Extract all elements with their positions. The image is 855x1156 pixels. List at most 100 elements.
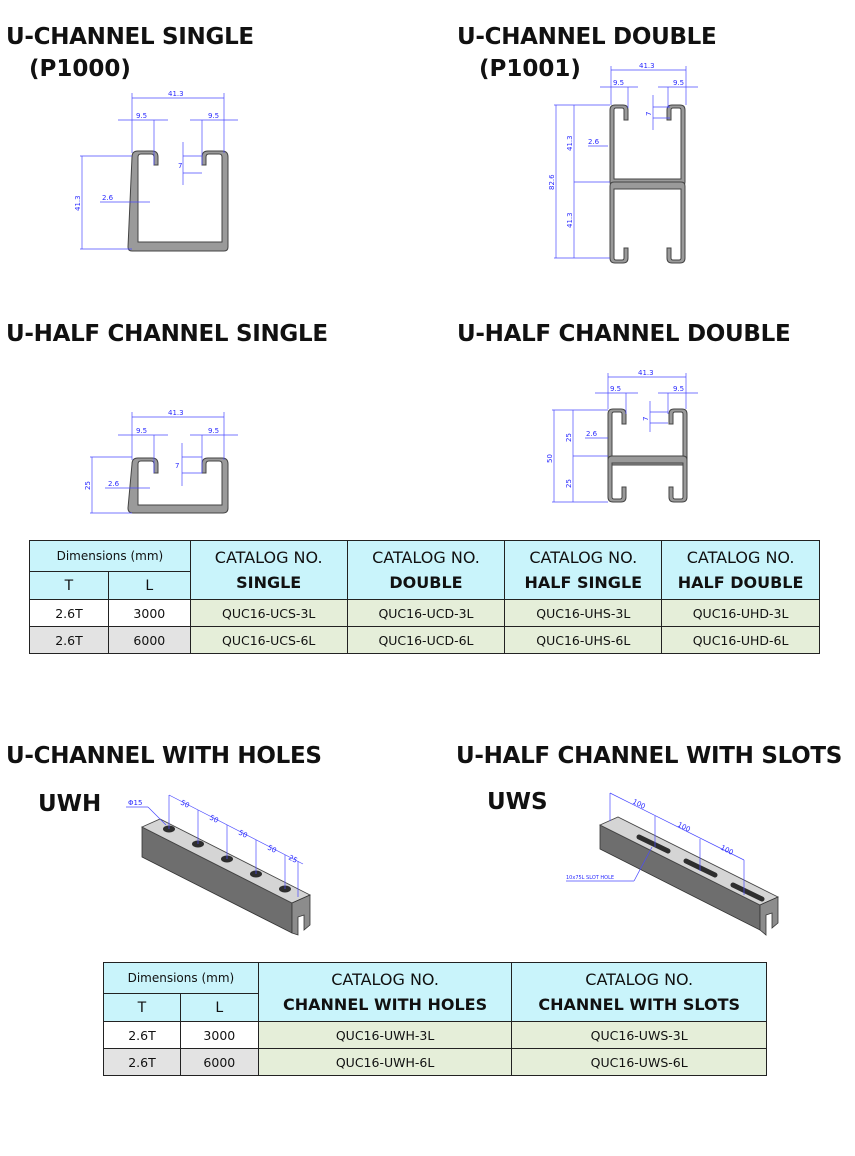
u-half-slots-code: UWS xyxy=(487,789,548,815)
cell-catalog-code: QUC16-UWH-6L xyxy=(257,1048,513,1076)
cell-length: 3000 xyxy=(107,599,191,627)
cell-length: 3000 xyxy=(179,1021,259,1049)
slot xyxy=(683,858,718,878)
dim-upper-height: 25 xyxy=(565,433,573,442)
cell-catalog-code: QUC16-UWH-3L xyxy=(257,1021,513,1049)
hole-diameter: Φ15 xyxy=(128,799,142,807)
hole-spacing: 50 xyxy=(237,829,249,840)
dim-lip-right: 9.5 xyxy=(208,427,219,435)
catalog-column-name: CHANNEL WITH HOLES xyxy=(283,995,488,1014)
cell-catalog-code: QUC16-UCD-3L xyxy=(346,599,506,627)
dim-total-height: 82.6 xyxy=(548,174,556,190)
table-row: 2.6T 6000 QUC16-UCS-6L QUC16-UCD-6L QUC1… xyxy=(29,626,820,654)
u-channel-holes-drawing: 50 50 50 50 25 Φ15 xyxy=(126,794,311,936)
upper-channel-profile xyxy=(609,104,686,187)
catalog-column-name: CHANNEL WITH SLOTS xyxy=(538,995,741,1014)
u-channel-holes-title: U-CHANNEL WITH HOLES xyxy=(6,743,322,769)
catalog-column-name: HALF DOUBLE xyxy=(677,573,804,592)
cell-catalog-code: QUC16-UCD-6L xyxy=(346,626,506,654)
channel-profile xyxy=(127,150,229,252)
u-channel-single-drawing: 41.3 9.5 9.5 7 41.3 2.6 xyxy=(74,90,238,252)
dim-lower-height: 25 xyxy=(565,479,573,488)
catalog-header-half-single: CATALOG NO. HALF SINGLE xyxy=(504,540,663,600)
catalog-label: CATALOG NO. xyxy=(331,970,439,989)
slot-spacing: 100 xyxy=(676,821,692,834)
channel-end-face xyxy=(291,894,311,936)
hole-spacing: 50 xyxy=(208,814,220,825)
dimensions-header: Dimensions (mm) xyxy=(29,540,191,572)
column-header-l: L xyxy=(107,571,191,600)
dim-width: 41.3 xyxy=(639,62,655,70)
hole-spacing-end: 25 xyxy=(287,854,299,865)
cell-catalog-code: QUC16-UHD-3L xyxy=(661,599,820,627)
column-header-t: T xyxy=(103,993,181,1022)
u-half-double-title: U-HALF CHANNEL DOUBLE xyxy=(457,321,791,347)
catalog-column-name: SINGLE xyxy=(236,573,302,592)
slot-spacing: 100 xyxy=(631,798,647,811)
cell-catalog-code: QUC16-UHS-3L xyxy=(504,599,663,627)
catalog-header-half-double: CATALOG NO. HALF DOUBLE xyxy=(661,540,820,600)
u-channel-single-code: (P1000) xyxy=(29,56,131,82)
slot xyxy=(636,834,671,854)
catalog-label: CATALOG NO. xyxy=(585,970,694,989)
dim-lower-height: 41.3 xyxy=(566,212,574,228)
catalog-label: CATALOG NO. xyxy=(529,548,638,567)
cell-thickness: 2.6T xyxy=(29,599,109,627)
catalog-label: CATALOG NO. xyxy=(686,548,795,567)
channel-end-face xyxy=(759,896,779,936)
dimensions-header: Dimensions (mm) xyxy=(103,962,259,994)
dim-total-height: 50 xyxy=(546,454,554,463)
catalog-column-name: HALF SINGLE xyxy=(524,573,643,592)
u-channel-holes-code: UWH xyxy=(38,791,102,817)
table-row: 2.6T 6000 QUC16-UWH-6L QUC16-UWS-6L xyxy=(103,1048,767,1076)
dim-lip-depth: 7 xyxy=(175,462,179,470)
column-header-l: L xyxy=(179,993,259,1022)
hole-spacing: 50 xyxy=(266,844,278,855)
dim-lip-depth: 7 xyxy=(645,112,653,116)
u-channel-double-code: (P1001) xyxy=(479,56,581,82)
cell-catalog-code: QUC16-UWS-3L xyxy=(511,1021,767,1049)
dim-lip-left: 9.5 xyxy=(613,79,624,87)
u-half-single-drawing: 41.3 9.5 9.5 7 25 2.6 xyxy=(84,409,238,514)
cell-thickness: 2.6T xyxy=(29,626,109,654)
dim-width: 41.3 xyxy=(168,409,184,417)
dim-lip-right: 9.5 xyxy=(673,385,684,393)
dim-thickness: 2.6 xyxy=(108,480,120,488)
catalog-column-name: DOUBLE xyxy=(389,573,463,592)
lower-half-channel-profile xyxy=(607,455,688,503)
catalog-header-single: CATALOG NO.SINGLE xyxy=(189,540,348,600)
cell-catalog-code: QUC16-UCS-6L xyxy=(189,626,348,654)
u-half-double-drawing: 41.3 9.5 9.5 7 50 25 25 2.6 xyxy=(546,369,698,503)
column-header-t: T xyxy=(29,571,109,600)
lower-channel-profile xyxy=(609,181,686,264)
half-channel-profile xyxy=(127,457,229,514)
table-row: 2.6T 3000 QUC16-UCS-3L QUC16-UCD-3L QUC1… xyxy=(29,599,820,627)
table-row: 2.6T 3000 QUC16-UWH-3L QUC16-UWS-3L xyxy=(103,1021,767,1049)
catalog-table-channels: Dimensions (mm) CATALOG NO.SINGLE CATALO… xyxy=(29,540,820,654)
cell-catalog-code: QUC16-UCS-3L xyxy=(189,599,348,627)
dim-lip-right: 9.5 xyxy=(673,79,684,87)
cell-length: 6000 xyxy=(107,626,191,654)
u-half-slots-title: U-HALF CHANNEL WITH SLOTS xyxy=(456,743,843,769)
hole-spacing: 50 xyxy=(179,799,191,810)
dim-height: 25 xyxy=(84,481,92,490)
dim-width: 41.3 xyxy=(638,369,654,377)
dim-lip-right: 9.5 xyxy=(208,112,219,120)
dim-height: 41.3 xyxy=(74,195,82,211)
dim-lip-left: 9.5 xyxy=(610,385,621,393)
cell-thickness: 2.6T xyxy=(103,1021,181,1049)
dim-lip-left: 9.5 xyxy=(136,112,147,120)
dim-thickness: 2.6 xyxy=(102,194,114,202)
catalog-table-perforated: Dimensions (mm) CATALOG NO. CHANNEL WITH … xyxy=(103,962,767,1076)
u-channel-double-title: U-CHANNEL DOUBLE xyxy=(457,24,717,50)
u-channel-single-title: U-CHANNEL SINGLE xyxy=(6,24,254,50)
dim-upper-height: 41.3 xyxy=(566,135,574,151)
dim-lip-depth: 7 xyxy=(178,162,182,170)
cell-catalog-code: QUC16-UHD-6L xyxy=(661,626,820,654)
cell-thickness: 2.6T xyxy=(103,1048,181,1076)
dim-lip-depth: 7 xyxy=(642,417,650,421)
slot-hole-label: 10x75L SLOT HOLE xyxy=(566,875,614,881)
slot-spacing: 100 xyxy=(719,844,735,857)
dim-lip-left: 9.5 xyxy=(136,427,147,435)
dim-thickness: 2.6 xyxy=(586,430,598,438)
